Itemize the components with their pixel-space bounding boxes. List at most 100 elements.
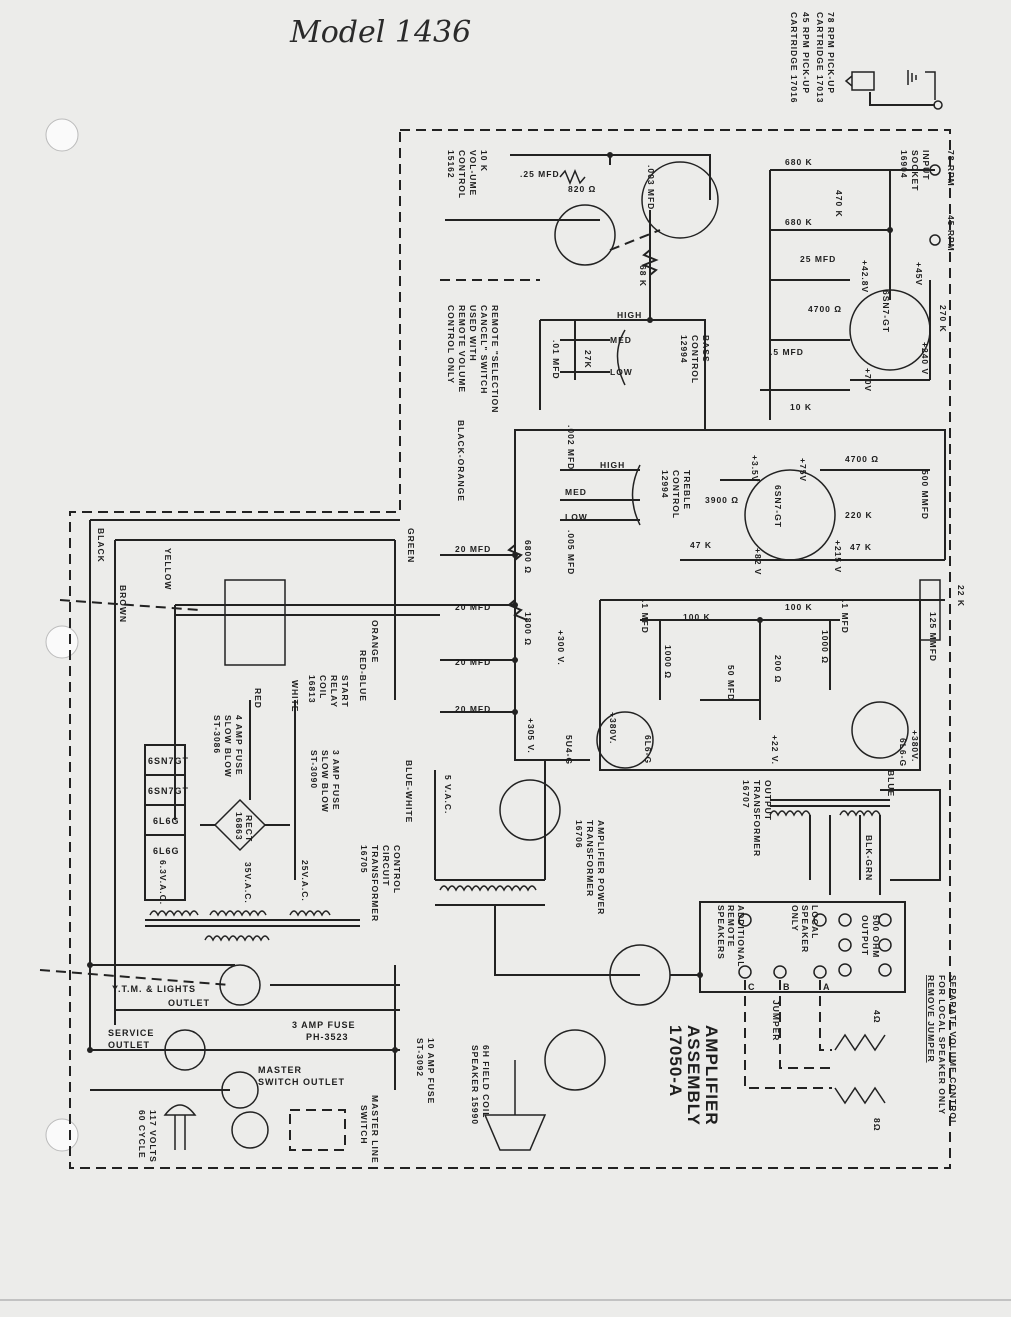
dashed-link	[59, 599, 201, 611]
resistor-value: 100 K	[683, 612, 711, 622]
output-transformer-label: 16707	[741, 780, 751, 809]
heater-string	[144, 744, 186, 901]
wire-color-label: ORANGE	[370, 620, 380, 663]
voltage-label: +300 V.	[556, 630, 566, 666]
fuse-3a-label: PH-3523	[306, 1032, 349, 1042]
resistor-value: 470 K	[834, 190, 844, 218]
master-outlet-label: SWITCH OUTLET	[258, 1077, 345, 1087]
remote-note: USED WITH	[468, 305, 478, 362]
master-switch-outlet-icon[interactable]	[221, 1071, 259, 1109]
treble-control-label: 12994	[660, 470, 670, 499]
master-line-switch-icon[interactable]	[289, 1109, 346, 1151]
tube-6sn7-tone-icon	[744, 469, 836, 561]
terminal-b: B	[783, 982, 791, 992]
local-speaker-label: SPEAKER	[800, 905, 810, 953]
punch-hole	[45, 625, 79, 659]
master-outlet-label: MASTER	[258, 1065, 302, 1075]
treble-control-label: TREBLE	[682, 470, 692, 510]
speaker-terminal-panel	[699, 901, 906, 993]
tube-5u4-icon	[499, 779, 561, 841]
resistor-value: 47 K	[850, 542, 872, 552]
wire-color-label: BROWN	[118, 585, 128, 623]
volume-control-label: 15162	[446, 150, 456, 179]
tube-label: 6L6-G	[643, 735, 653, 764]
service-outlet-label: SERVICE	[108, 1028, 154, 1038]
control-transformer-label: TRANSFORMER	[370, 845, 380, 922]
treble-med-label: MED	[565, 487, 587, 497]
output-500-label: 500 OHM	[871, 915, 881, 958]
voltage-label: +240 V	[920, 342, 930, 375]
resistor-value: 200 Ω	[773, 655, 783, 683]
pickup-note-line: 45 RPM PICK-UP	[801, 12, 811, 94]
capacitor-value: 20 MFD	[455, 602, 491, 612]
assembly-label: AMPLIFIER	[702, 1025, 721, 1126]
power-plug-icon	[163, 1104, 197, 1150]
resistor-value: 1000 Ω	[820, 630, 830, 664]
capacitor-value: .25 MFD	[520, 169, 560, 179]
terminal-c: C	[748, 982, 756, 992]
separate-volume-note: SEPARATE VOLUME CONTROL	[948, 975, 958, 1126]
tube-label: 5U4-G	[564, 735, 574, 765]
mains-label: 117 VOLTS	[148, 1110, 158, 1163]
output-transformer-label: OUTPUT	[763, 780, 773, 821]
fuse-4a-label: 4 AMP FUSE	[234, 715, 244, 776]
resistor-value: 47 K	[690, 540, 712, 550]
fuse-3a-slow-label: ST-3090	[309, 750, 319, 789]
local-speaker-label: ONLY	[790, 905, 800, 932]
capacitor-value: 25 MFD	[800, 254, 836, 264]
fuse-3a-slow-label: SLOW BLOW	[320, 750, 330, 813]
speaker-socket-icon	[544, 1029, 606, 1091]
capacitor-value: 50 MFD	[726, 665, 736, 701]
power-transformer-label: TRANSFORMER	[585, 820, 595, 897]
line-switch-outlet-icon[interactable]	[231, 1111, 269, 1149]
voltage-label: +42.8V	[860, 260, 870, 293]
remote-note: CANCEL" SWITCH	[479, 305, 489, 394]
volume-control-label: CONTROL	[457, 150, 467, 199]
mains-label: 60 CYCLE	[137, 1110, 147, 1159]
voltage-label: +215 V	[833, 540, 843, 573]
wire-color-label: BLUE	[886, 770, 896, 797]
start-relay-label: START	[340, 675, 350, 708]
tube-6l6-left-icon	[596, 711, 654, 769]
capacitor-value: .003 MFD	[646, 165, 656, 210]
local-speaker-label: LOCAL	[810, 905, 820, 939]
wire-color-label: GREEN	[406, 528, 416, 563]
start-relay-label: 16813	[307, 675, 317, 704]
resistor-value: 6800 Ω	[523, 540, 533, 574]
capacitor-value: .1 MFD	[840, 600, 850, 634]
wire-color-label: BLACK	[96, 528, 106, 563]
service-outlet-icon[interactable]	[164, 1029, 206, 1071]
resistor-value: 4700 Ω	[845, 454, 879, 464]
start-relay-label: RELAY	[329, 675, 339, 708]
pickup-cartridge-icon	[844, 70, 943, 110]
bass-high-label: HIGH	[617, 310, 642, 320]
remote-note: REMOTE "SELECTION	[490, 305, 500, 413]
pickup-note-line: 78 RPM PICK-UP	[826, 12, 836, 94]
resistor-value: 100 K	[785, 602, 813, 612]
wire-color-label: RED	[253, 688, 263, 709]
resistor-value: 1000 Ω	[663, 645, 673, 679]
assembly-label: ASSEMBLY	[684, 1025, 703, 1126]
remote-note: REMOTE VOLUME	[457, 305, 467, 393]
wire-color-label: BLACK-ORANGE	[456, 420, 466, 502]
voltage-label: 5 V.A.C.	[443, 775, 453, 814]
resistor-value: 22 K	[956, 585, 966, 607]
resistor-value: 27K	[583, 350, 593, 369]
voltage-label: 6.3V.A.C.	[158, 860, 168, 905]
fuse-3a-slow-label: 3 AMP FUSE	[331, 750, 341, 811]
capacitor-value: 20 MFD	[455, 657, 491, 667]
ytm-outlet-icon[interactable]	[219, 964, 261, 1006]
78rpm-label: 78 RPM	[946, 150, 956, 187]
resistor-value: 4700 Ω	[808, 304, 842, 314]
voltage-label: +305 V.	[526, 718, 536, 754]
bass-control-label: CONTROL	[690, 335, 700, 384]
resistor-value: 3900 Ω	[705, 495, 739, 505]
voltage-label: +22 V.	[770, 735, 780, 765]
bass-control-label: 12994	[679, 335, 689, 364]
wire-color-label: BLUE-WHITE	[404, 760, 414, 823]
resistor-value: 68 K	[638, 265, 648, 287]
rectifier-label: RECT	[244, 815, 254, 842]
speaker-label: SPEAKER 15990	[470, 1045, 480, 1125]
fuse-10a-label: 10 AMP FUSE	[426, 1038, 436, 1104]
